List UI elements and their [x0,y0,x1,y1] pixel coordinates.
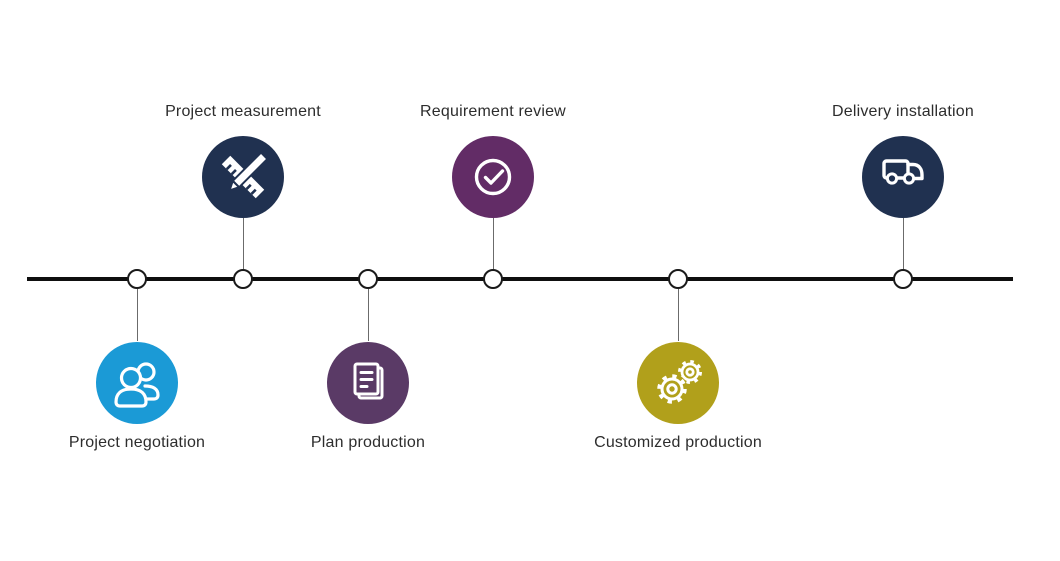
users-icon [114,362,160,408]
timeline-node [126,268,147,289]
step-label-plan-production: Plan production [310,434,426,451]
requirement-review-badge [452,136,534,218]
timeline-axis [27,277,1013,281]
step-connector [136,289,138,341]
project-measurement-badge [202,136,284,218]
document-icon [353,362,384,400]
truck-icon [882,159,924,185]
delivery-installation-badge [862,136,944,218]
step-connector [677,289,679,341]
timeline-node [482,268,503,289]
timeline-node [667,268,688,289]
timeline-node [892,268,913,289]
gears-icon [656,360,702,405]
step-label-project-measurement: Project measurement [165,103,321,120]
step-label-project-negotiation: Project negotiation [68,434,206,451]
step-connector [242,217,244,269]
step-label-customized-production: Customized production [594,434,762,451]
timeline-node [357,268,378,289]
big-gear [657,374,687,404]
badge-circle [452,136,534,218]
ruler-pencil-icon [221,151,269,199]
step-label-delivery-installation: Delivery installation [831,103,975,120]
small-gear [678,360,702,384]
step-connector [902,217,904,269]
plan-production-badge [327,342,409,424]
check-circle-icon [474,158,512,196]
customized-production-badge [637,342,719,424]
step-connector [367,289,369,341]
project-negotiation-badge [96,342,178,424]
timeline-node [232,268,253,289]
step-connector [492,217,494,269]
step-label-requirement-review: Requirement review [420,103,566,120]
